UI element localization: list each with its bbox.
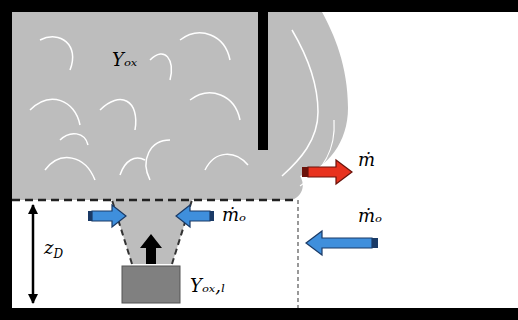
layer-label: Yₒₓ xyxy=(112,50,137,70)
opening-line xyxy=(297,200,298,308)
swirl xyxy=(282,30,318,176)
outflow-label: ṁ xyxy=(358,150,375,170)
smoke-layer xyxy=(12,12,258,200)
inflow-label: ṁₒ xyxy=(358,206,382,226)
entrainment-label: ṁₒ xyxy=(222,205,246,225)
dimension-label: zD xyxy=(44,238,63,261)
layer-interface xyxy=(12,199,298,202)
plume-boundary xyxy=(112,200,192,264)
arrow-tail xyxy=(88,211,92,221)
arrow-tail xyxy=(210,211,214,221)
source-label: Yₒₓ,ₗ xyxy=(190,276,225,296)
inflow-arrow xyxy=(92,205,126,227)
arrow-tail xyxy=(302,167,308,177)
plume-arrow xyxy=(140,234,162,264)
fire-plume xyxy=(112,200,192,264)
inflow-arrow xyxy=(306,231,372,255)
fire-source xyxy=(122,266,180,303)
outflow-arrow xyxy=(308,160,352,184)
height-dimension xyxy=(32,205,35,303)
inflow-arrow xyxy=(176,205,210,227)
swirls xyxy=(30,33,248,180)
arrow-tail xyxy=(372,238,378,248)
